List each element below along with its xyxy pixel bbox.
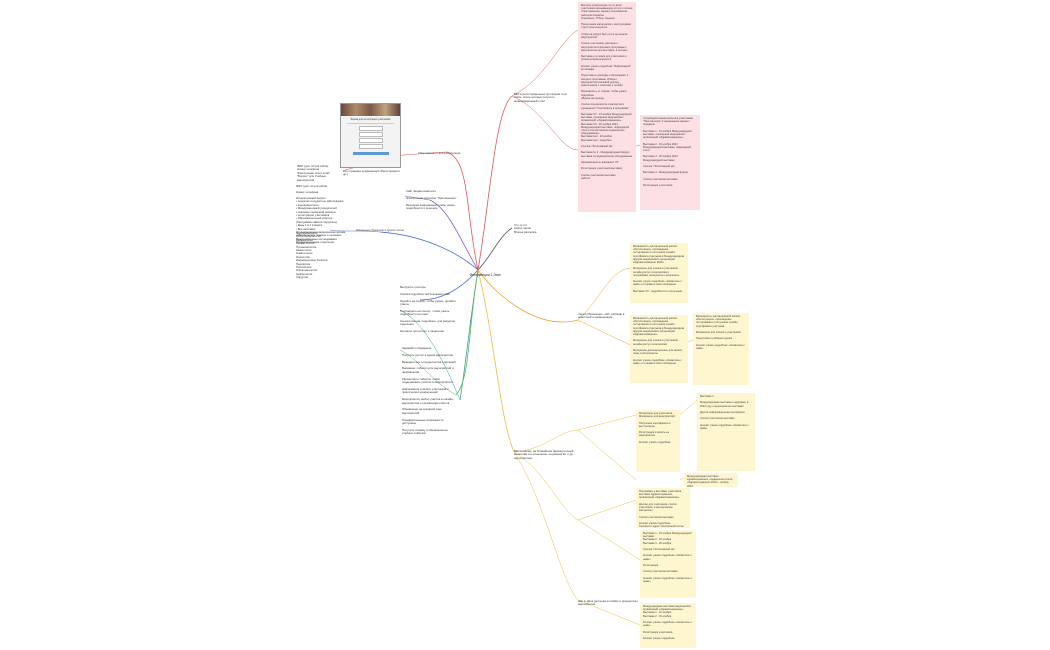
screenshot-header-image	[341, 104, 400, 116]
branch-label-step4[interactable]: Шаг 4. Дата рассылки в ноябре и процентн…	[578, 599, 639, 607]
connector-green	[455, 269, 479, 396]
yellow-note-2: Возможность дистанционной записи «Регист…	[630, 315, 688, 383]
branch-label-lower[interactable]: Начальные брезенты и другие почты	[356, 228, 405, 232]
mid-labels[interactable]: Сайт формы визитного Электронная рассылк…	[406, 189, 457, 211]
screenshot-field	[358, 138, 383, 143]
fields-sub: Номер телефона	[296, 190, 319, 194]
yellow-note-6: Международная выставка здравоохранения, …	[684, 473, 738, 487]
screenshot-field	[358, 132, 383, 137]
connector-yellow	[477, 269, 515, 453]
screenshot-title: Форма для регистрации участников	[350, 118, 391, 121]
screenshot-field	[358, 144, 383, 149]
connector-dark	[477, 227, 513, 271]
bottom-list-2: Задавайте обращение Получить доступ в од…	[402, 346, 456, 436]
screenshot-field	[358, 126, 383, 131]
fields-list: Интересующий вопрос • сердечно-сосудисты…	[296, 196, 346, 245]
yellow-note-8: Выставка 1 - 15 ноября Международной выс…	[640, 530, 696, 598]
connector-blue	[379, 231, 479, 271]
connector-red-left	[446, 151, 479, 271]
branch-label-registration[interactable]: ВКС в регистрационных при форме и на сай…	[514, 92, 568, 103]
yellow-note-1: Возможность дистанционной записи «Регист…	[630, 243, 688, 303]
form-notes: ФИО (для титула сайта) Номер телефона Эл…	[297, 164, 330, 182]
side-list: Эндокринология Гастроэнтерология Кардиол…	[296, 231, 328, 280]
branch-label-all-pages[interactable]: Все страницы конференции (Регистрация и …	[343, 169, 401, 177]
yellow-note-7: Программы и выставки участников, выставк…	[636, 488, 690, 528]
branch-label-collect-screenshot[interactable]: Сбор скриншот для регистрации	[418, 151, 461, 155]
fields-title: ФИО (для титула сайта)	[296, 184, 328, 188]
pink-note-top: Выслать электронную почту всем участника…	[578, 2, 636, 212]
screenshot-submit-button	[352, 151, 389, 155]
branch-label-nearest-events[interactable]: ВКС в нашем, на ближайшем (время) полный…	[514, 449, 575, 460]
connector-purple	[429, 199, 479, 271]
pink-note-mid: Сопроводительная рассылка участникам "Пр…	[640, 115, 700, 210]
yellow-note-4: Материалы для участников Материалы для м…	[636, 410, 680, 472]
yellow-note-3: Возможность дистанционной записи «Регист…	[693, 313, 749, 385]
connector-red	[477, 95, 513, 271]
connector-orange	[477, 269, 579, 323]
registration-form-screenshot: Форма для регистрации участников	[340, 103, 401, 168]
yellow-note-5: Выставка 1 Международная выставка о здор…	[697, 393, 755, 471]
screenshot-divider	[347, 123, 394, 124]
branch-label-update[interactable]: Через Обновление, сайт, вебинар в новост…	[578, 312, 626, 320]
bottom-list: Выгрузить триггеры Ссылка подробностей К…	[400, 285, 456, 334]
branch-label-second-mailing[interactable]: Что-то тот Набор шагов Вторая рассылка	[514, 223, 537, 234]
central-topic[interactable]: Интервенции 1-Этап	[470, 273, 501, 277]
yellow-note-9: Международная выставка медицинских орган…	[640, 603, 696, 648]
connector-blue2	[419, 269, 479, 301]
